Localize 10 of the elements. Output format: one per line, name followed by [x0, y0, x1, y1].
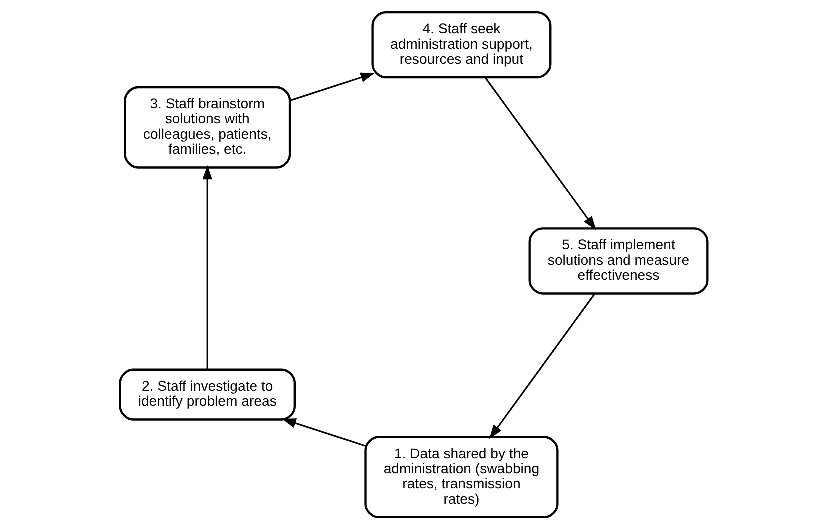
arrow: [484, 77, 596, 230]
node-box: 5. Staff implement solutions and measure effectiveness: [528, 228, 708, 295]
arrow: [488, 294, 596, 440]
node-box: 4. Staff seek administration support, resources and input: [371, 11, 552, 79]
node-box: 2. Staff investigate to identify problem areas: [118, 368, 296, 421]
arrow: [289, 72, 374, 102]
arrow: [282, 418, 366, 447]
node-box: 1. Data shared by the administration (swabbing rates, transmission rates): [364, 436, 558, 519]
node-box: 3. Staff brainstorm solutions with colleagues, patients, families, etc.: [124, 86, 291, 169]
arrow: [202, 166, 212, 370]
